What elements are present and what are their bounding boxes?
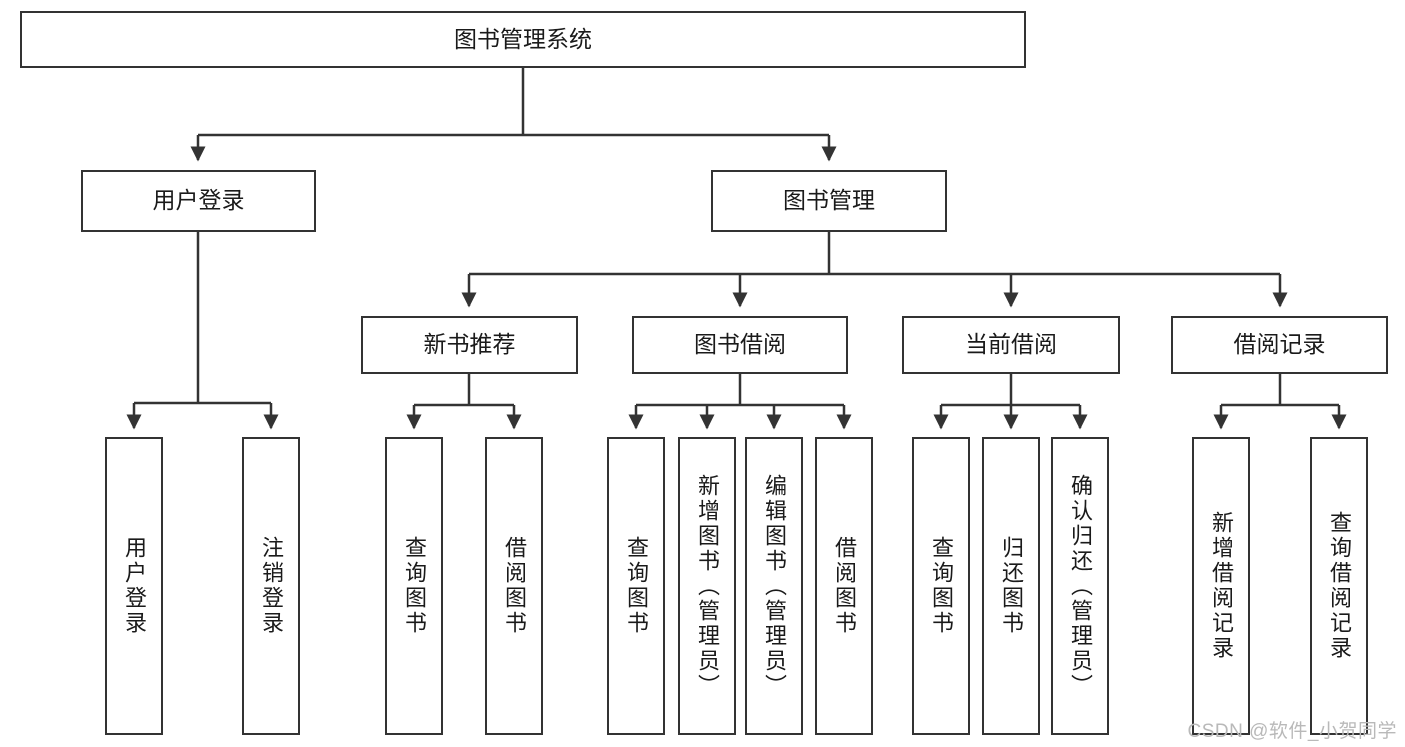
leaf-borrow-book[interactable]: 借阅图书	[815, 437, 873, 735]
node-user-login[interactable]: 用户登录	[81, 170, 316, 232]
node-borrow-records[interactable]: 借阅记录	[1171, 316, 1388, 374]
leaf-borrow-book-recommend[interactable]: 借阅图书	[485, 437, 543, 735]
leaf-add-book-admin[interactable]: 新增图书（管理员）	[678, 437, 736, 735]
node-label: 查询图书	[624, 536, 649, 636]
node-label: 新增借阅记录	[1209, 511, 1234, 661]
node-label: 图书借阅	[694, 331, 786, 358]
node-label: 当前借阅	[965, 331, 1057, 358]
node-label: 借阅图书	[502, 536, 527, 636]
node-root-system[interactable]: 图书管理系统	[20, 11, 1026, 68]
leaf-confirm-return-admin[interactable]: 确认归还（管理员）	[1051, 437, 1109, 735]
node-label: 新增图书（管理员）	[695, 473, 720, 699]
node-label: 查询图书	[929, 536, 954, 636]
leaf-return-book[interactable]: 归还图书	[982, 437, 1040, 735]
node-label: 归还图书	[999, 536, 1024, 636]
node-label: 注销登录	[259, 536, 284, 636]
node-label: 用户登录	[152, 187, 245, 214]
leaf-query-book-borrow[interactable]: 查询图书	[607, 437, 665, 735]
node-label: 新书推荐	[423, 331, 516, 358]
node-label: 图书管理系统	[454, 25, 592, 52]
leaf-add-borrow-record[interactable]: 新增借阅记录	[1192, 437, 1250, 735]
node-current-borrow[interactable]: 当前借阅	[902, 316, 1120, 374]
node-label: 确认归还（管理员）	[1068, 473, 1093, 699]
leaf-logout[interactable]: 注销登录	[242, 437, 300, 735]
node-label: 借阅记录	[1233, 331, 1326, 358]
node-label: 借阅图书	[832, 536, 857, 636]
leaf-query-borrow-record[interactable]: 查询借阅记录	[1310, 437, 1368, 735]
leaf-query-book-current[interactable]: 查询图书	[912, 437, 970, 735]
leaf-query-book-recommend[interactable]: 查询图书	[385, 437, 443, 735]
node-label: 查询图书	[402, 536, 427, 636]
watermark-text: CSDN @软件_小贺同学	[1187, 721, 1397, 742]
node-label: 编辑图书（管理员）	[762, 473, 787, 699]
node-new-book-recommend[interactable]: 新书推荐	[361, 316, 578, 374]
node-book-borrow[interactable]: 图书借阅	[632, 316, 848, 374]
leaf-edit-book-admin[interactable]: 编辑图书（管理员）	[745, 437, 803, 735]
node-label: 图书管理	[783, 187, 875, 214]
node-label: 用户登录	[122, 536, 147, 636]
node-book-management[interactable]: 图书管理	[711, 170, 947, 232]
node-label: 查询借阅记录	[1327, 511, 1352, 661]
leaf-user-login[interactable]: 用户登录	[105, 437, 163, 735]
